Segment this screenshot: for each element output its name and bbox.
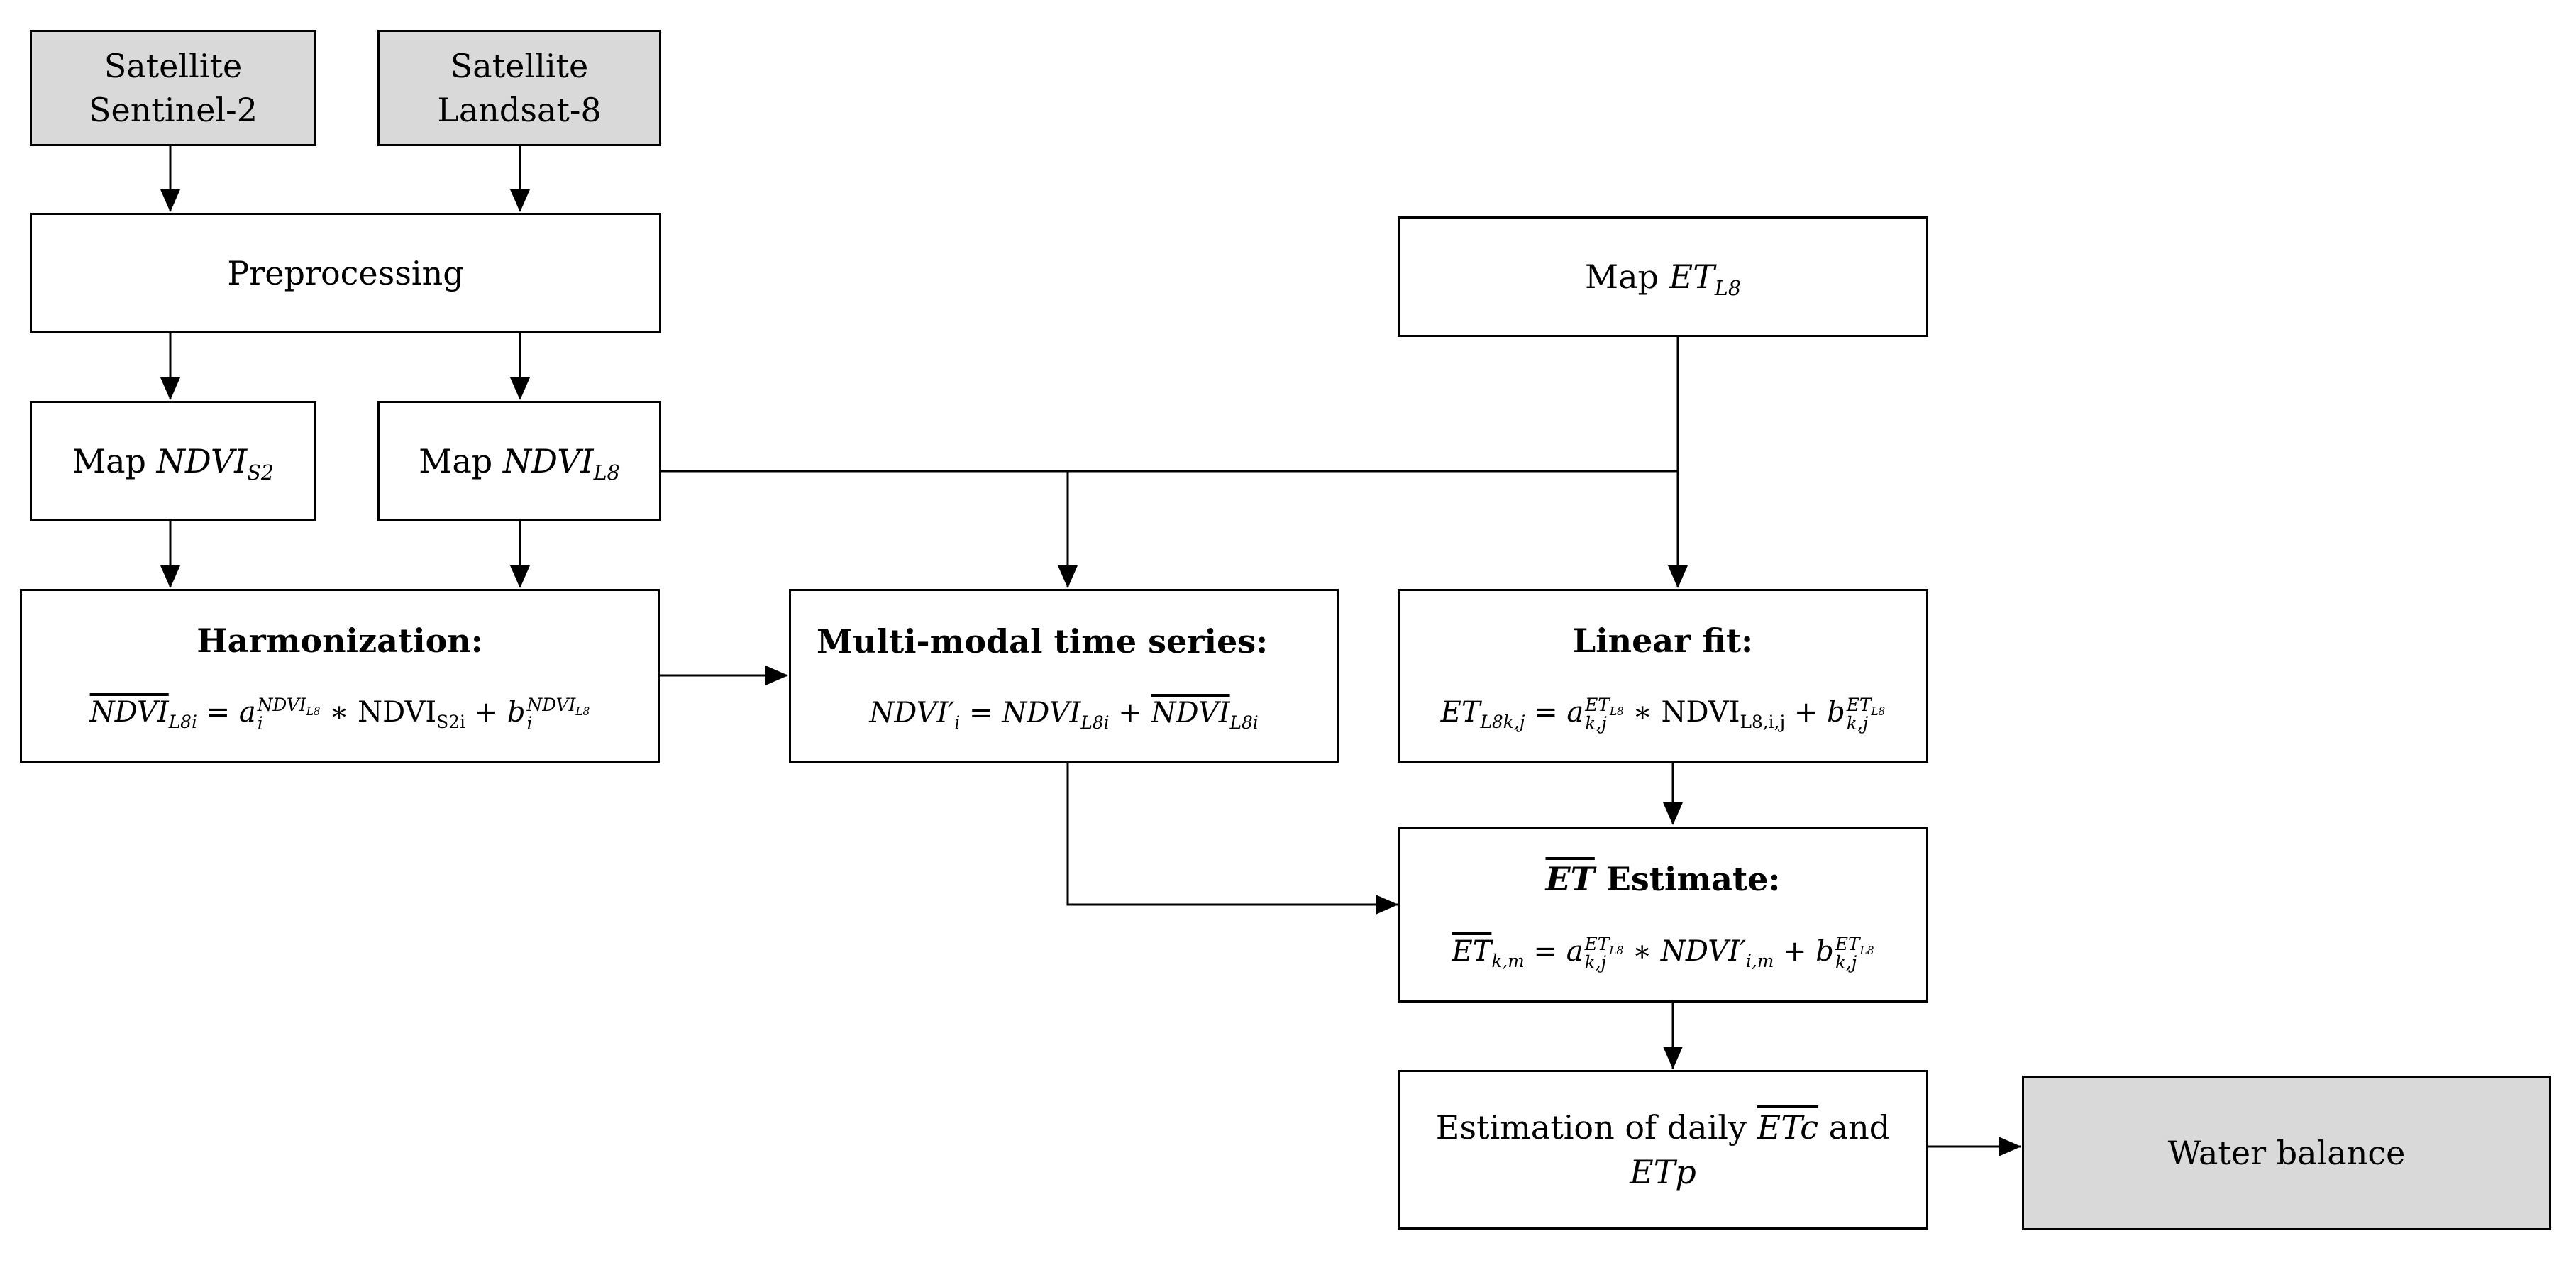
multimodal-title: Multi-modal time series: [817,622,1268,661]
map-et-prefix: Map [1585,257,1659,296]
node-satellite-sentinel-2: Satellite Sentinel-2 [30,30,316,146]
node-preprocessing: Preprocessing [30,213,661,333]
map-ndvi-l8-sub: L8 [593,461,620,485]
linear-fit-title: Linear fit: [1572,622,1754,661]
daily-text1: Estimation of daily [1435,1108,1757,1147]
harmonization-title: Harmonization: [197,622,483,661]
multimodal-equation: NDVI′i = NDVIL8i + NDVIL8i [869,697,1259,734]
node-map-ndvi-l8: Map NDVIL8 [377,401,661,521]
daily-var2: ETp [1630,1152,1696,1191]
node-multimodal-time-series: Multi-modal time series: NDVI′i = NDVIL8… [789,589,1339,763]
sentinel-line2: Sentinel-2 [89,91,258,129]
map-ndvi-l8-prefix: Map [419,441,493,480]
landsat-line2: Landsat-8 [437,91,602,129]
landsat-line1: Satellite [450,46,589,85]
map-ndvi-l8-var: NDVI [502,441,594,480]
node-map-ndvi-s2: Map NDVIS2 [30,401,316,521]
node-estimation-daily: Estimation of daily ETc and ETp [1398,1070,1928,1230]
node-map-et-l8: Map ETL8 [1398,216,1928,337]
node-water-balance: Water balance [2022,1076,2551,1230]
node-satellite-landsat-8: Satellite Landsat-8 [377,30,661,146]
et-estimate-title: ET Estimate: [1545,859,1781,898]
map-ndvi-s2-prefix: Map [72,441,146,480]
water-balance-label: Water balance [2167,1133,2406,1172]
arrow-multimodal-to-et-estimate [1066,762,1398,915]
map-et-sub: L8 [1714,277,1741,301]
daily-var1: ETc [1757,1108,1819,1147]
map-ndvi-s2-var: NDVI [156,441,248,480]
map-ndvi-s2-sub: S2 [247,461,274,485]
daily-text2: and [1818,1108,1891,1147]
preprocessing-label: Preprocessing [227,253,464,292]
sentinel-line1: Satellite [104,46,243,85]
map-et-var: ET [1669,257,1715,296]
